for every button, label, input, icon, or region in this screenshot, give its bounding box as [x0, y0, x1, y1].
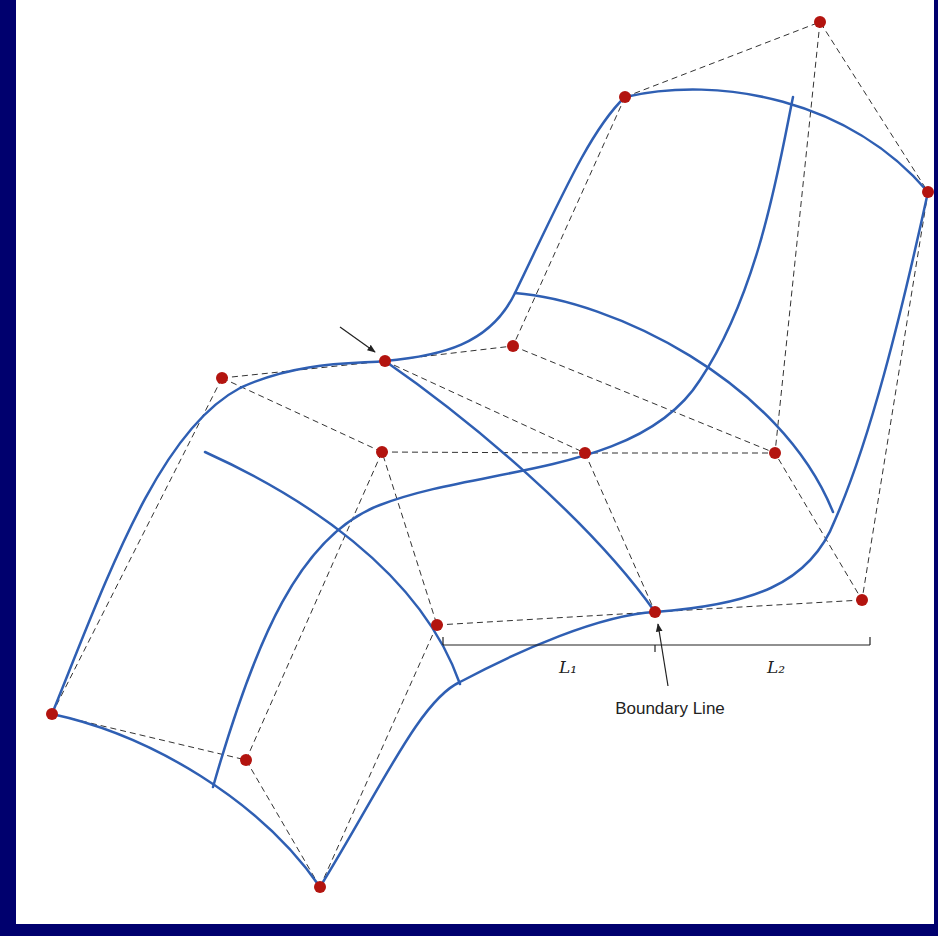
control-polygon [52, 22, 928, 887]
callout-label: Boundary Line [613, 700, 727, 719]
surface-curves [52, 90, 928, 887]
dimension-brackets [443, 637, 870, 652]
length-label: L₂ [765, 658, 787, 677]
white-panel [16, 0, 934, 924]
length-label: L₁ [557, 658, 579, 677]
leader-arrows [340, 327, 668, 686]
control-points [46, 16, 934, 893]
